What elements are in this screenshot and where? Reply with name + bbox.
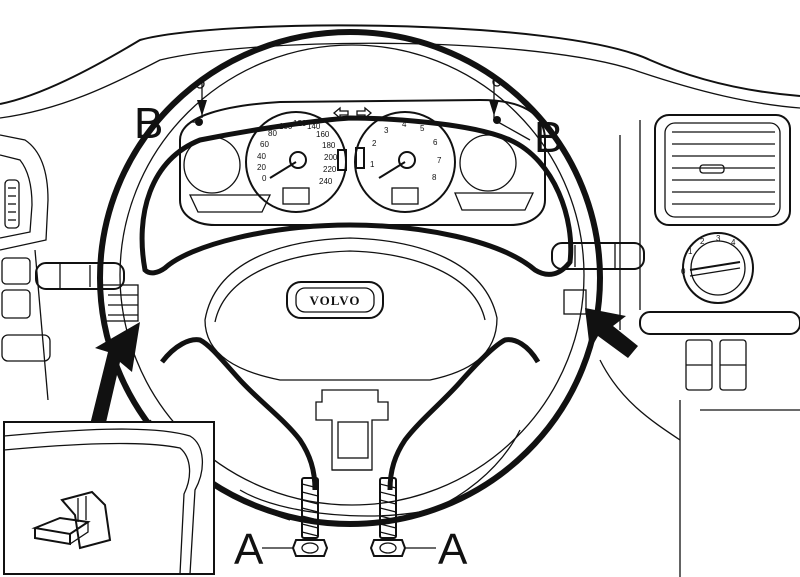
right-dashboard-controls [619, 120, 800, 391]
right-control-stalk [551, 242, 645, 315]
tachometer: 1 2 3 4 5 6 7 8 [354, 111, 456, 213]
tachometer-side-marker [355, 147, 365, 169]
volvo-logo-text: VOLVO [310, 293, 361, 308]
heater-dial-tick-label: 2 [700, 237, 705, 246]
speedometer-tick-label: 140 [307, 122, 321, 131]
temperature-gauge [459, 134, 517, 192]
clip-right [489, 77, 531, 141]
heater-dial-tick-label: 1 [688, 247, 693, 256]
steering-wheel-right-spoke [387, 337, 541, 491]
label-fastener-left: A [234, 525, 264, 574]
heater-dial-tick-label: 4 [731, 238, 736, 247]
label-clip-left: B [134, 99, 163, 148]
heater-dial-tick-label: 0 [681, 267, 686, 276]
speedometer-tick-label: 240 [319, 177, 333, 186]
fastener-right [369, 477, 436, 557]
steering-wheel-rim-outer [97, 29, 603, 527]
steering-wheel-rim-inner [119, 44, 585, 506]
arrow-right-icon [585, 308, 638, 358]
speedometer-side-marker [337, 149, 347, 171]
speedometer-tick-label: 60 [260, 140, 269, 149]
tachometer-tick-label: 6 [433, 138, 438, 147]
speedometer-tick-label: 40 [257, 152, 266, 161]
speedometer-tick-label: 0 [262, 174, 267, 183]
air-vent-tab [699, 164, 725, 174]
left-side-panel [0, 134, 51, 401]
label-fastener-right: A [438, 525, 468, 574]
speedometer-tick-label: 180 [322, 141, 336, 150]
steering-wheel-left-spoke [160, 337, 318, 491]
inset-detail [3, 421, 215, 575]
steering-wheel-center-module [315, 389, 389, 471]
tachometer-tick-label: 4 [402, 120, 407, 129]
steering-wheel-bottom-inner [239, 489, 461, 517]
volvo-logo-badge [286, 281, 384, 319]
steering-wheel-upper-shroud [139, 115, 574, 277]
dash-lower-curve [599, 359, 681, 441]
heater-dial: 0 1 2 3 4 [681, 232, 754, 304]
clip-left [190, 79, 207, 126]
speedometer-tick-label: 220 [323, 165, 337, 174]
dashboard-top-inner-edge [0, 42, 800, 119]
tachometer-tick-label: 5 [420, 124, 425, 133]
speedometer-tick-label: 80 [268, 129, 277, 138]
speedometer-tick-label: 20 [257, 163, 266, 172]
left-control-stalk [35, 262, 139, 322]
tachometer-tick-label: 7 [437, 156, 442, 165]
odometer-window [282, 187, 310, 205]
instrument-cluster [179, 98, 546, 226]
heater-dial-tick-label: 3 [716, 234, 721, 243]
tachometer-tick-label: 8 [432, 173, 437, 182]
tachometer-tick-label: 2 [372, 139, 377, 148]
speedometer-tick-label: 200 [324, 153, 338, 162]
tachometer-tick-label: 3 [384, 126, 389, 135]
fastener-left [262, 477, 329, 557]
steering-wheel-hub: VOLVO [204, 237, 498, 381]
speedometer-tick-label: 160 [316, 130, 330, 139]
tachometer-hub [398, 151, 416, 169]
dashboard-top-edge [0, 24, 800, 105]
speedometer-hub [289, 151, 307, 169]
label-clip-right: B [534, 113, 563, 162]
air-vent [654, 114, 791, 226]
trip-window [391, 187, 419, 205]
tachometer-tick-label: 1 [370, 160, 375, 169]
